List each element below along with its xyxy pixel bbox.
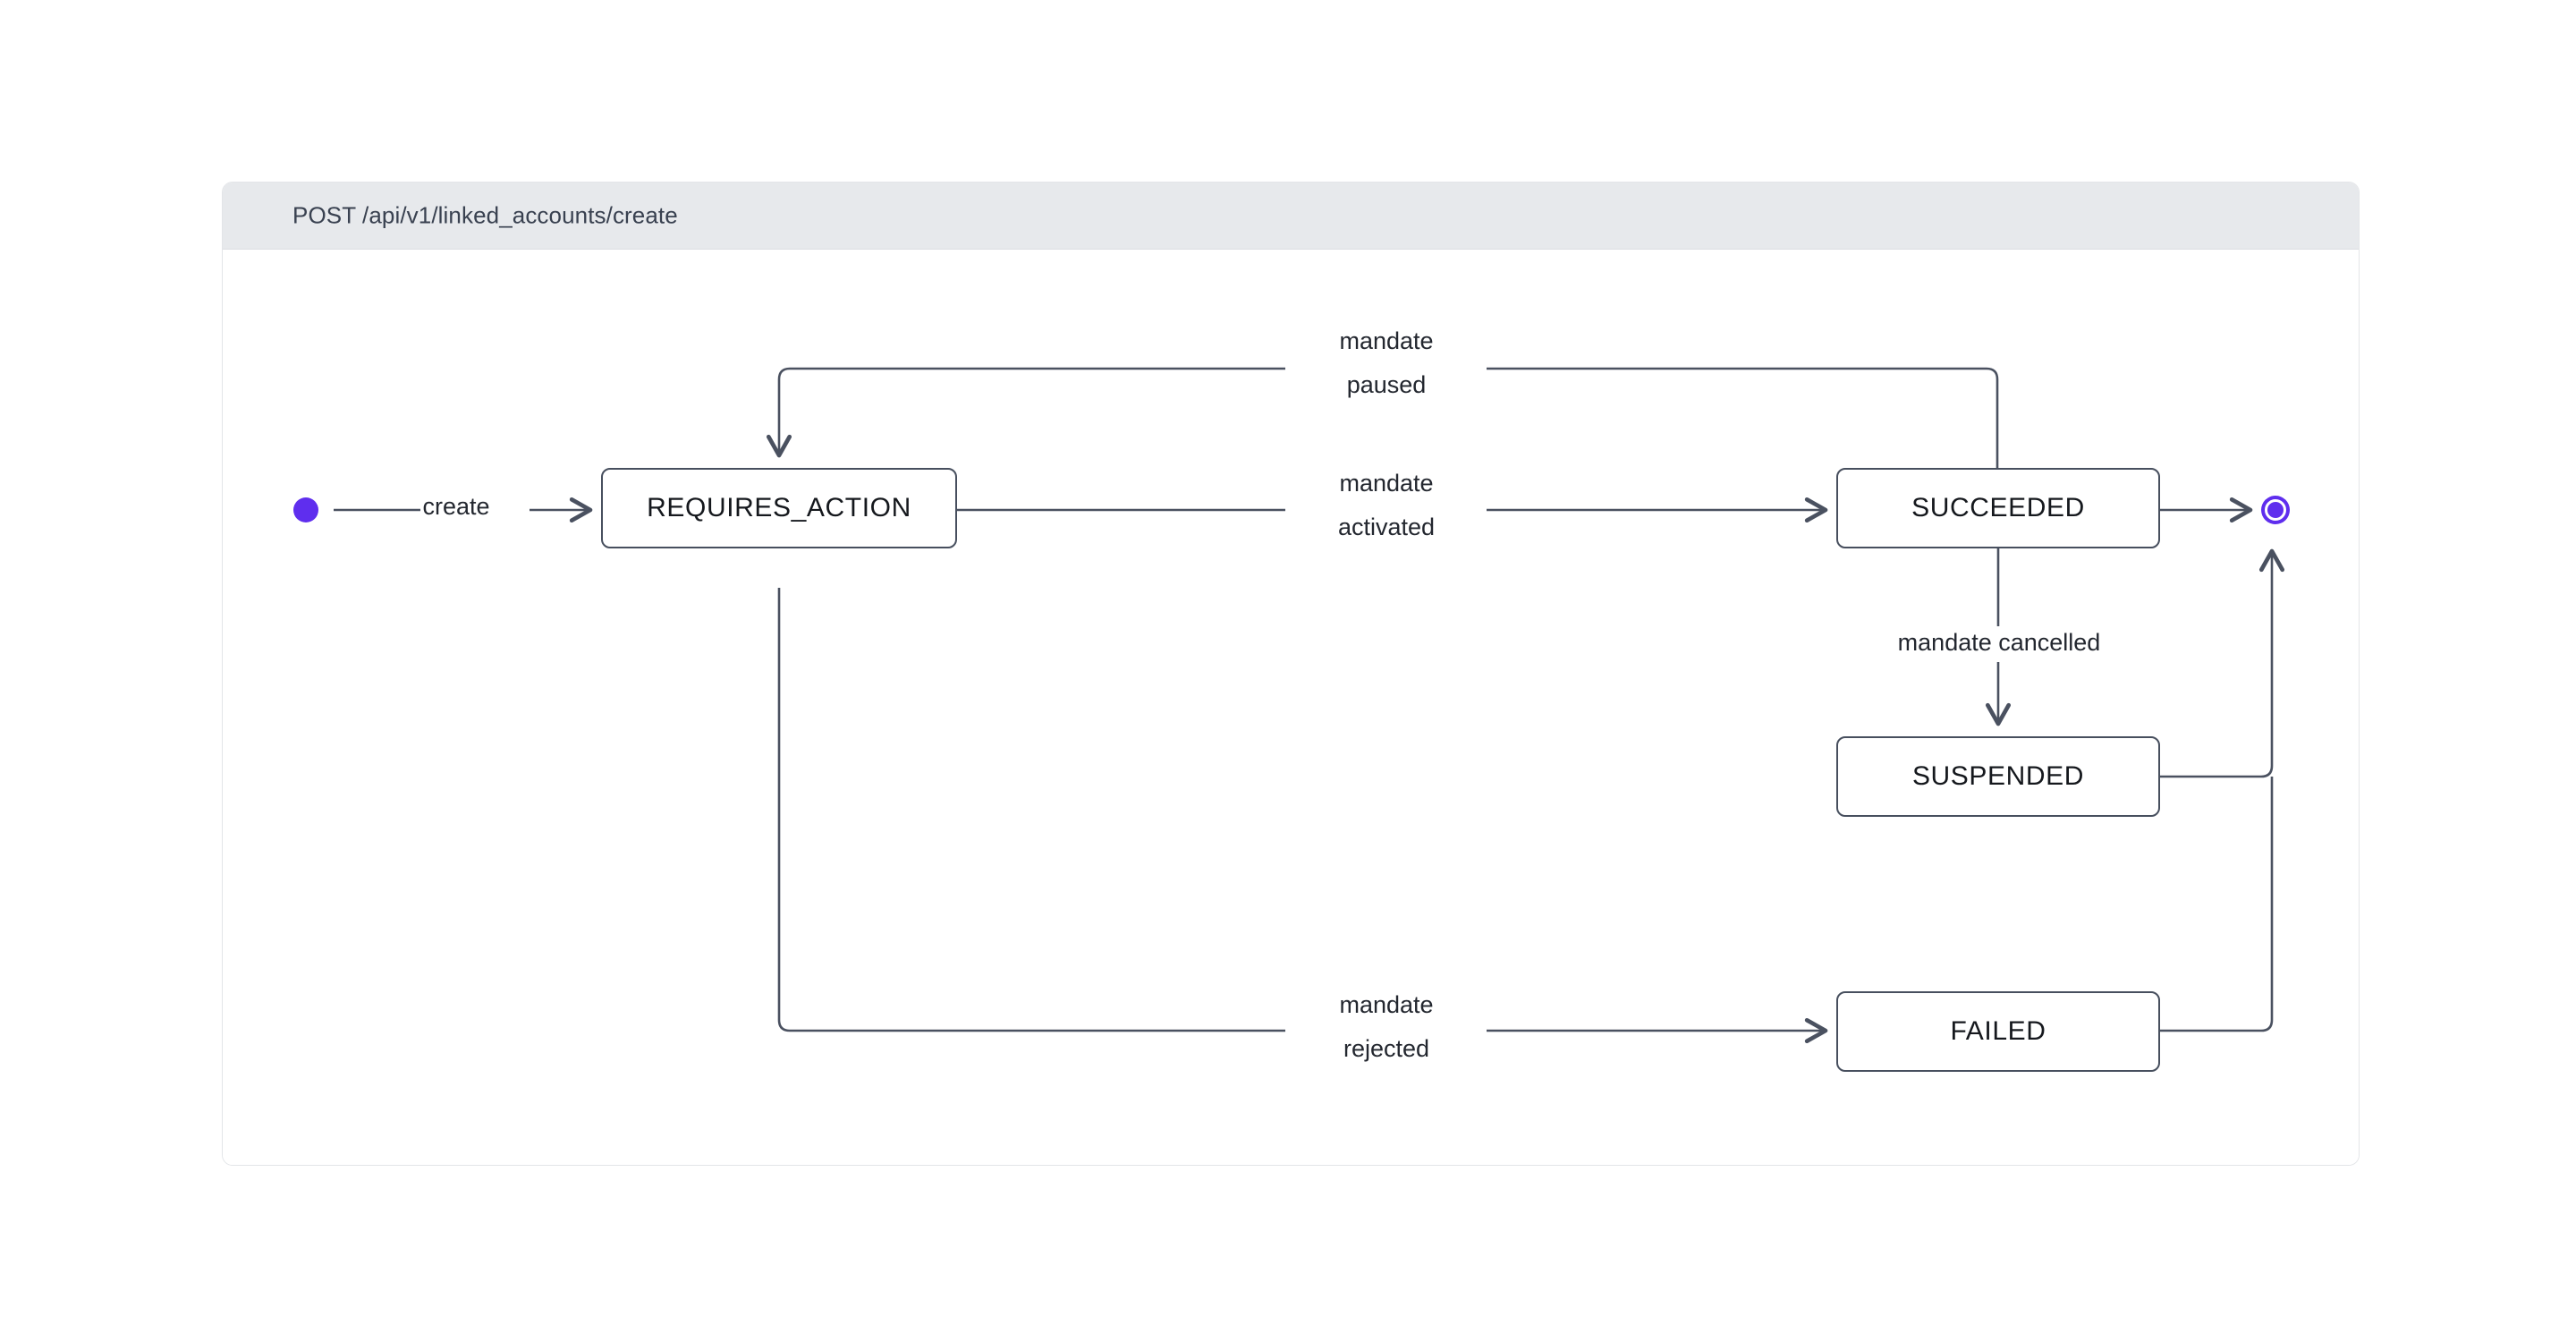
state-label-failed: FAILED (1950, 1016, 2046, 1046)
edge-label-mandate-rejected-line-2: rejected (1343, 1035, 1430, 1062)
edge-label-create-line-1: create (422, 493, 490, 520)
edge-label-mandate-paused-line-1: mandate (1339, 327, 1434, 354)
edge-label-mandate-paused: mandate paused (1288, 329, 1485, 397)
end-node (2261, 496, 2290, 524)
state-node-requires-action[interactable]: REQUIRES_ACTION (601, 468, 957, 548)
start-node (293, 497, 318, 522)
edge-label-mandate-cancelled: mandate cancelled (1825, 631, 2174, 655)
edge-label-create: create (376, 495, 537, 519)
state-node-succeeded[interactable]: SUCCEEDED (1836, 468, 2160, 548)
edge-label-mandate-rejected-line-1: mandate (1339, 991, 1434, 1018)
card-header: POST /api/v1/linked_accounts/create (223, 183, 2359, 250)
state-label-requires-action: REQUIRES_ACTION (647, 493, 911, 522)
end-node-ring (2265, 499, 2286, 521)
edge-label-mandate-activated-line-2: activated (1337, 514, 1436, 540)
edge-label-mandate-paused-line-2: paused (1346, 371, 1427, 398)
endpoint-title: POST /api/v1/linked_accounts/create (292, 201, 678, 229)
state-label-succeeded: SUCCEEDED (1911, 493, 2085, 522)
state-label-suspended: SUSPENDED (1911, 761, 2085, 791)
state-node-failed[interactable]: FAILED (1836, 991, 2160, 1072)
edge-label-mandate-activated-line-1: mandate (1339, 470, 1434, 497)
edge-label-mandate-rejected: mandate rejected (1288, 993, 1485, 1061)
edge-label-mandate-activated: mandate activated (1288, 471, 1485, 539)
edge-label-mandate-cancelled-line-1: mandate cancelled (1897, 629, 2101, 656)
state-node-suspended[interactable]: SUSPENDED (1836, 736, 2160, 817)
